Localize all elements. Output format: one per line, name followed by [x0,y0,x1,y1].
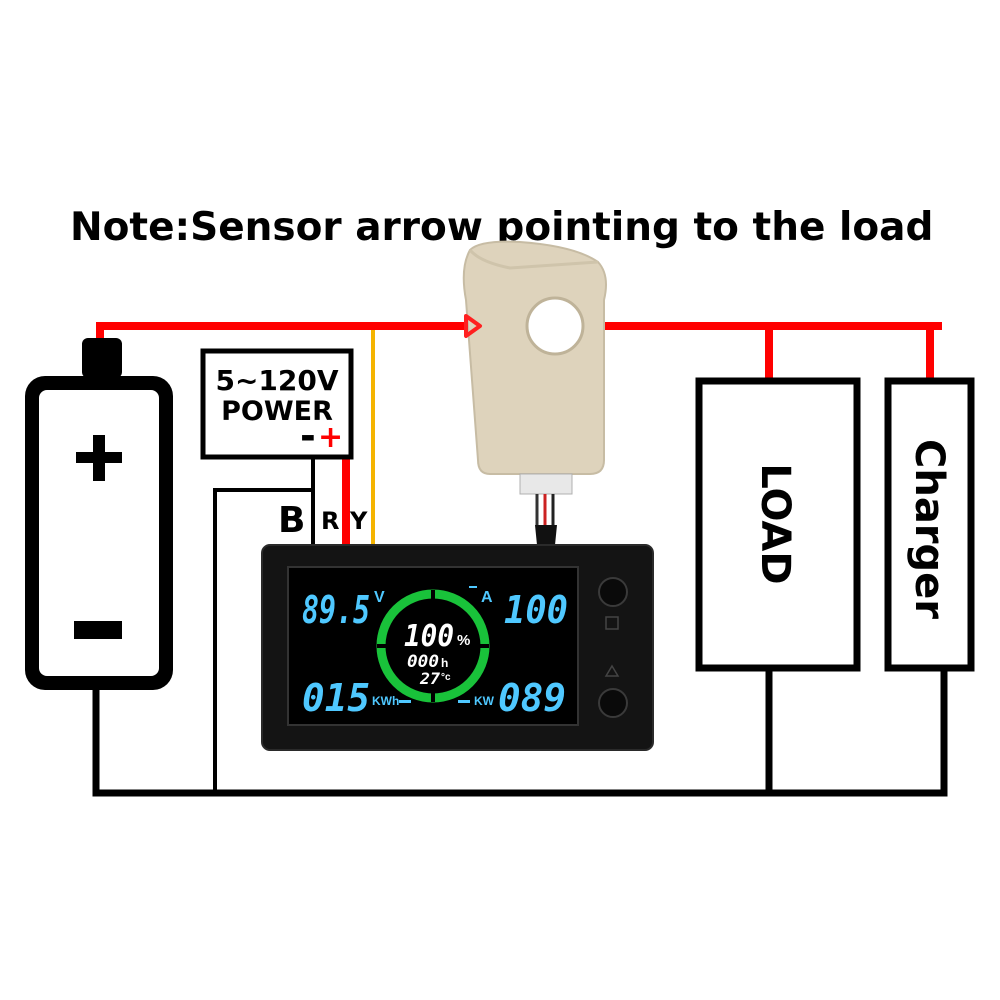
power-label: POWER [221,396,333,427]
current-unit: A [481,589,493,606]
meter-ground-wire [213,455,315,790]
meter-button-top[interactable] [598,577,628,607]
charger-box: Charger [884,377,975,672]
sensor-cable [535,525,557,545]
battery-minus-icon [74,621,122,639]
temperature-value: 27 [419,669,440,688]
power-voltage-label: 5~120V [215,364,338,397]
load-label: LOAD [752,463,798,584]
wire-label-r: R [321,507,339,535]
power-minus-sign: - [300,414,316,458]
power-unit: KW [474,694,495,708]
menu-icon [605,616,619,630]
temperature-unit: °c [441,672,451,683]
percent-unit: % [457,632,470,649]
up-icon [604,664,620,677]
wire-label-y: Y [349,507,368,535]
battery-meter: 89.5 V A 100 015 KWh KW 089 100 % 000 h … [261,544,654,751]
power-value: 089 [498,676,566,720]
current-value: 100 [504,588,568,632]
charger-label: Charger [906,439,952,619]
time-value: 000 [407,652,439,672]
load-box: LOAD [695,377,861,672]
energy-unit: KWh [372,694,399,708]
power-box: 5~120V POWER - + [200,348,354,460]
sensor-arrow-icon [464,314,482,338]
voltage-value: 89.5 [302,588,370,632]
voltage-unit: V [374,589,385,606]
time-unit: h [441,656,448,670]
meter-button-bottom[interactable] [598,688,628,718]
sensor-hole [525,296,585,356]
percent-value: 100 [404,619,454,654]
hall-sensor [462,240,607,545]
battery [25,338,173,690]
negative-wire [92,668,948,797]
power-plus-sign: + [318,420,343,455]
sensor-connector [519,473,573,495]
energy-value: 015 [302,676,370,720]
wire-label-b: B [278,500,305,541]
battery-terminal [82,338,122,378]
